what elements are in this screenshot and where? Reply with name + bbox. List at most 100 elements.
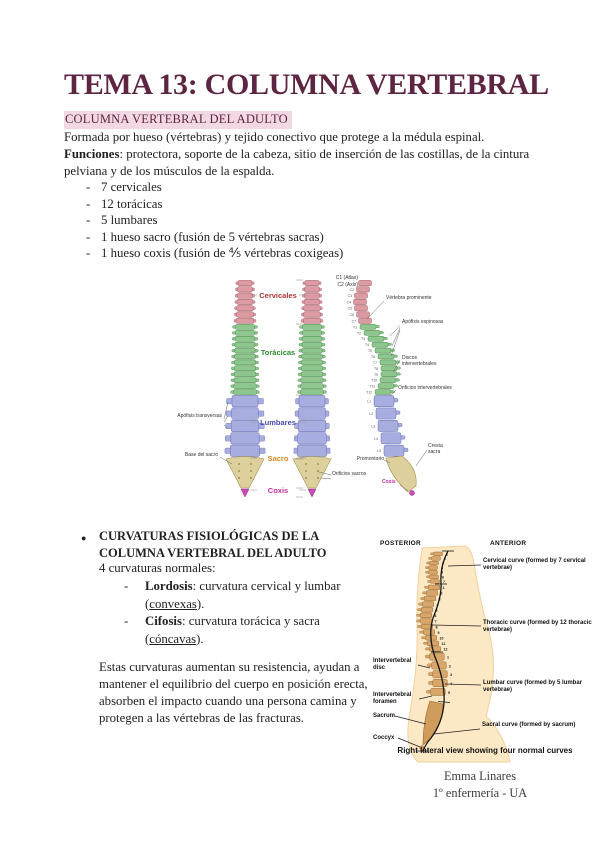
anatomy-label-orificios-sacros: Orificios sacros bbox=[332, 471, 367, 477]
curvature-item-lordosis: Lordosis: curvatura cervical y lumbar (co… bbox=[124, 578, 370, 613]
curvaturas-heading: CURVATURAS FISIOLÓGICAS DE LA COLUMNA VE… bbox=[81, 528, 367, 562]
svg-text:L5: L5 bbox=[377, 449, 381, 453]
footer-course: 1º enfermería - UA bbox=[432, 786, 528, 800]
svg-text:T8: T8 bbox=[374, 367, 378, 371]
anatomy-label-coxis-lateral: Coxis bbox=[382, 479, 396, 485]
region-label-toracicas: Torácicas bbox=[260, 348, 296, 357]
svg-text:3: 3 bbox=[442, 562, 444, 566]
funciones-paragraph: Funciones: protectora, soporte de la cab… bbox=[64, 146, 542, 180]
list-item: 7 cervicales bbox=[86, 179, 343, 196]
intervertebral-disc-label: Intervertebral disc bbox=[373, 658, 412, 671]
svg-text:6: 6 bbox=[435, 614, 437, 618]
svg-text:3: 3 bbox=[439, 597, 441, 601]
curvaturas-subheading: 4 curvaturas normales: bbox=[99, 561, 216, 575]
svg-text:T3: T3 bbox=[361, 337, 365, 341]
footer-author: Emma Linares bbox=[443, 769, 517, 783]
svg-text:T2: T2 bbox=[357, 331, 361, 335]
intro-paragraph: Formada por hueso (vértebras) y tejido c… bbox=[64, 130, 485, 144]
paren-close: ). bbox=[196, 596, 205, 611]
svg-text:7: 7 bbox=[435, 620, 437, 624]
svg-text:1: 1 bbox=[446, 552, 448, 556]
svg-text:5: 5 bbox=[448, 691, 450, 695]
coccyx-label: Coccyx bbox=[373, 735, 395, 741]
region-label-cervicales: Cervicales bbox=[259, 291, 297, 300]
svg-text:C6: C6 bbox=[350, 313, 354, 317]
page-title: TEMA 13: COLUMNA VERTEBRAL bbox=[64, 68, 549, 101]
svg-text:C7: C7 bbox=[352, 319, 356, 323]
svg-text:T11: T11 bbox=[369, 385, 375, 389]
sacrum-label: Sacrum bbox=[373, 713, 396, 719]
svg-text:T5: T5 bbox=[368, 349, 372, 353]
curvature-item-cifosis: Cifosis: curvatura torácica y sacra(cónc… bbox=[124, 613, 370, 648]
svg-text:1: 1 bbox=[447, 656, 449, 660]
anatomy-label-orificios-intervertebrales: Orificios intervertebrales bbox=[398, 385, 452, 391]
svg-text:C5: C5 bbox=[348, 307, 352, 311]
svg-text:C3: C3 bbox=[348, 294, 352, 298]
region-label-sacro: Sacro bbox=[267, 454, 289, 463]
funciones-label: Funciones bbox=[64, 147, 120, 161]
intervertebral-foramen-label: Intervertebral foramen bbox=[373, 692, 412, 705]
anterior-label: ANTERIOR bbox=[490, 540, 527, 547]
svg-text:T6: T6 bbox=[371, 355, 375, 359]
vertebrae-list: 7 cervicales 12 torácicas 5 lumbares 1 h… bbox=[86, 179, 343, 262]
anatomy-label-apofisis-espinosas: Apófisis espinosas bbox=[402, 319, 444, 325]
svg-text:5: 5 bbox=[441, 571, 443, 575]
svg-text:9: 9 bbox=[438, 631, 440, 635]
anatomy-label-c1-atlas: C1 (Atlas) bbox=[335, 275, 358, 281]
curvaturas-paragraph: Estas curvaturas aumentan su resistencia… bbox=[99, 660, 368, 725]
list-item: 1 hueso coxis (fusión de ⅘ vértebras cox… bbox=[86, 245, 343, 262]
svg-text:T12: T12 bbox=[366, 391, 372, 395]
svg-text:7: 7 bbox=[443, 580, 445, 584]
region-label-lumbares: Lumbares bbox=[260, 418, 296, 427]
sacral-curve-label: Sacral curve (formed by sacrum) bbox=[482, 722, 576, 728]
curvature-desc: : curvatura torácica y sacra bbox=[181, 614, 320, 628]
svg-text:4: 4 bbox=[437, 603, 439, 607]
svg-text:L4: L4 bbox=[374, 437, 378, 441]
svg-text:12: 12 bbox=[444, 648, 448, 652]
section-heading-adulto: COLUMNA VERTEBRAL DEL ADULTO bbox=[64, 111, 292, 129]
figure-caption: Right lateral view showing four normal c… bbox=[397, 746, 573, 755]
svg-text:2: 2 bbox=[441, 592, 443, 596]
posterior-label: POSTERIOR bbox=[380, 540, 421, 547]
anatomy-label-vertebra-prominente: Vértebra prominente bbox=[386, 295, 432, 301]
svg-text:3: 3 bbox=[450, 673, 452, 677]
svg-text:1: 1 bbox=[443, 586, 445, 590]
paren-open: ( bbox=[145, 631, 150, 646]
anatomy-label-promontorio: Promontorio bbox=[356, 456, 384, 462]
svg-text:2: 2 bbox=[444, 557, 446, 561]
svg-text:10: 10 bbox=[440, 637, 444, 641]
list-item: 12 torácicas bbox=[86, 196, 343, 213]
svg-text:C2: C2 bbox=[350, 288, 354, 292]
list-item: 1 hueso sacro (fusión de 5 vértebras sac… bbox=[86, 229, 343, 246]
paren-close: ). bbox=[196, 631, 204, 646]
svg-text:2: 2 bbox=[449, 664, 451, 668]
anatomy-label-discos-intervertebrales: Discos intervertebrales bbox=[402, 355, 437, 367]
spine-figure-art: C2C3C4C5C6C7T1T2T3T4T5T6T7T8T9T10T11T12L… bbox=[219, 279, 428, 498]
svg-text:8: 8 bbox=[436, 625, 438, 629]
curvaturas-list: Lordosis: curvatura cervical y lumbar(co… bbox=[124, 578, 370, 648]
svg-text:C4: C4 bbox=[347, 300, 351, 304]
svg-text:4: 4 bbox=[441, 566, 443, 570]
anatomy-label-apofisis-transversas: Apófisis transversas bbox=[177, 413, 222, 419]
cervical-curve-label: Cervical curve (formed by 7 cervical ver… bbox=[483, 558, 586, 571]
thoracic-curve-label: Thoracic curve (formed by 12 thoracic ve… bbox=[483, 620, 592, 633]
curvature-term: Lordosis bbox=[145, 579, 193, 593]
curvature-term: Cifosis bbox=[145, 614, 182, 628]
svg-text:T10: T10 bbox=[371, 379, 377, 383]
svg-text:6: 6 bbox=[442, 575, 444, 579]
paren-open: ( bbox=[145, 596, 150, 611]
funciones-text: : protectora, soporte de la cabeza, siti… bbox=[64, 147, 530, 178]
anatomy-label-base-sacro: Base del sacro bbox=[184, 452, 218, 458]
svg-text:11: 11 bbox=[442, 642, 446, 646]
svg-text:L1: L1 bbox=[367, 400, 371, 404]
anatomy-label-cresta-sacra: Cresta sacra bbox=[428, 443, 443, 455]
svg-text:T9: T9 bbox=[374, 373, 378, 377]
page-footer: Emma Linares 1º enfermería - UA bbox=[375, 768, 585, 802]
curvature-keyword: convexas bbox=[149, 596, 197, 611]
curvature-desc: : curvatura cervical y lumbar bbox=[192, 579, 341, 593]
list-item: 5 lumbares bbox=[86, 212, 343, 229]
